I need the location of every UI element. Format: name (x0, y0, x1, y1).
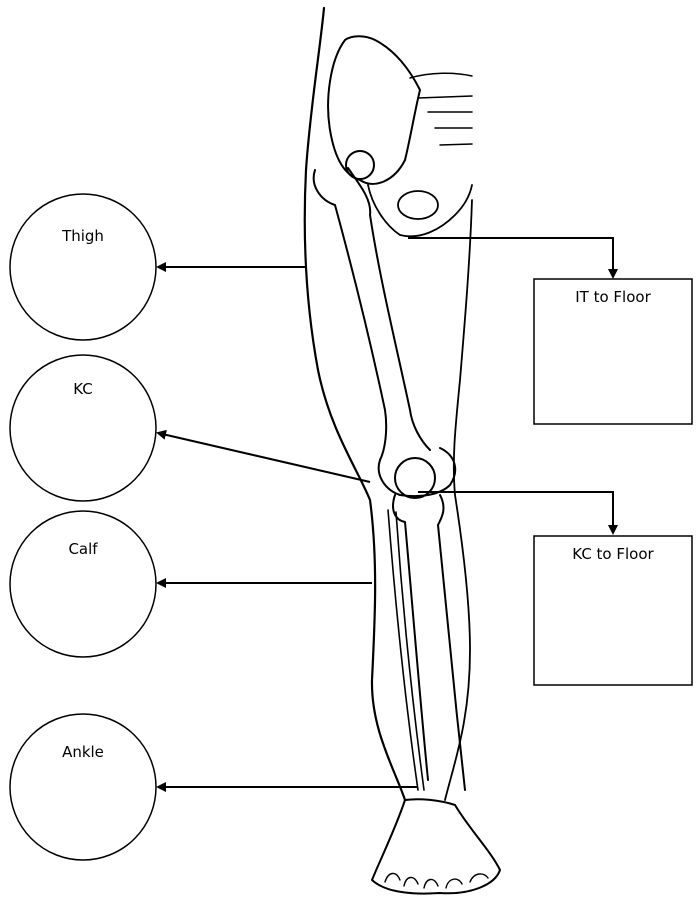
connectors (158, 238, 613, 787)
obturator-foramen (398, 191, 438, 219)
ankle-label: Ankle (53, 743, 113, 761)
kc-to-floor-label: KC to Floor (534, 545, 692, 563)
kc-arrow (158, 433, 370, 482)
knee (379, 448, 456, 496)
thigh-circle (10, 194, 156, 340)
fibula (388, 510, 424, 790)
kc-label: KC (53, 380, 113, 398)
leg-outline-left (305, 8, 405, 800)
kc-circle (10, 355, 156, 501)
it-to-floor-arrow (408, 238, 613, 277)
femur-head (346, 151, 374, 179)
leg-illustration (305, 8, 500, 894)
toes (385, 873, 488, 888)
it-to-floor-label: IT to Floor (534, 288, 692, 306)
calf-circle (10, 511, 156, 657)
foot (372, 799, 500, 893)
calf-label: Calf (53, 540, 113, 558)
measurement-boxes (534, 279, 692, 685)
leg-outline-right (445, 200, 472, 800)
thigh-label: Thigh (53, 227, 113, 245)
pelvis-lower (368, 185, 472, 236)
tibia (393, 495, 465, 790)
ankle-circle (10, 714, 156, 860)
sacrum (410, 73, 472, 145)
kc-to-floor-arrow (418, 492, 613, 533)
